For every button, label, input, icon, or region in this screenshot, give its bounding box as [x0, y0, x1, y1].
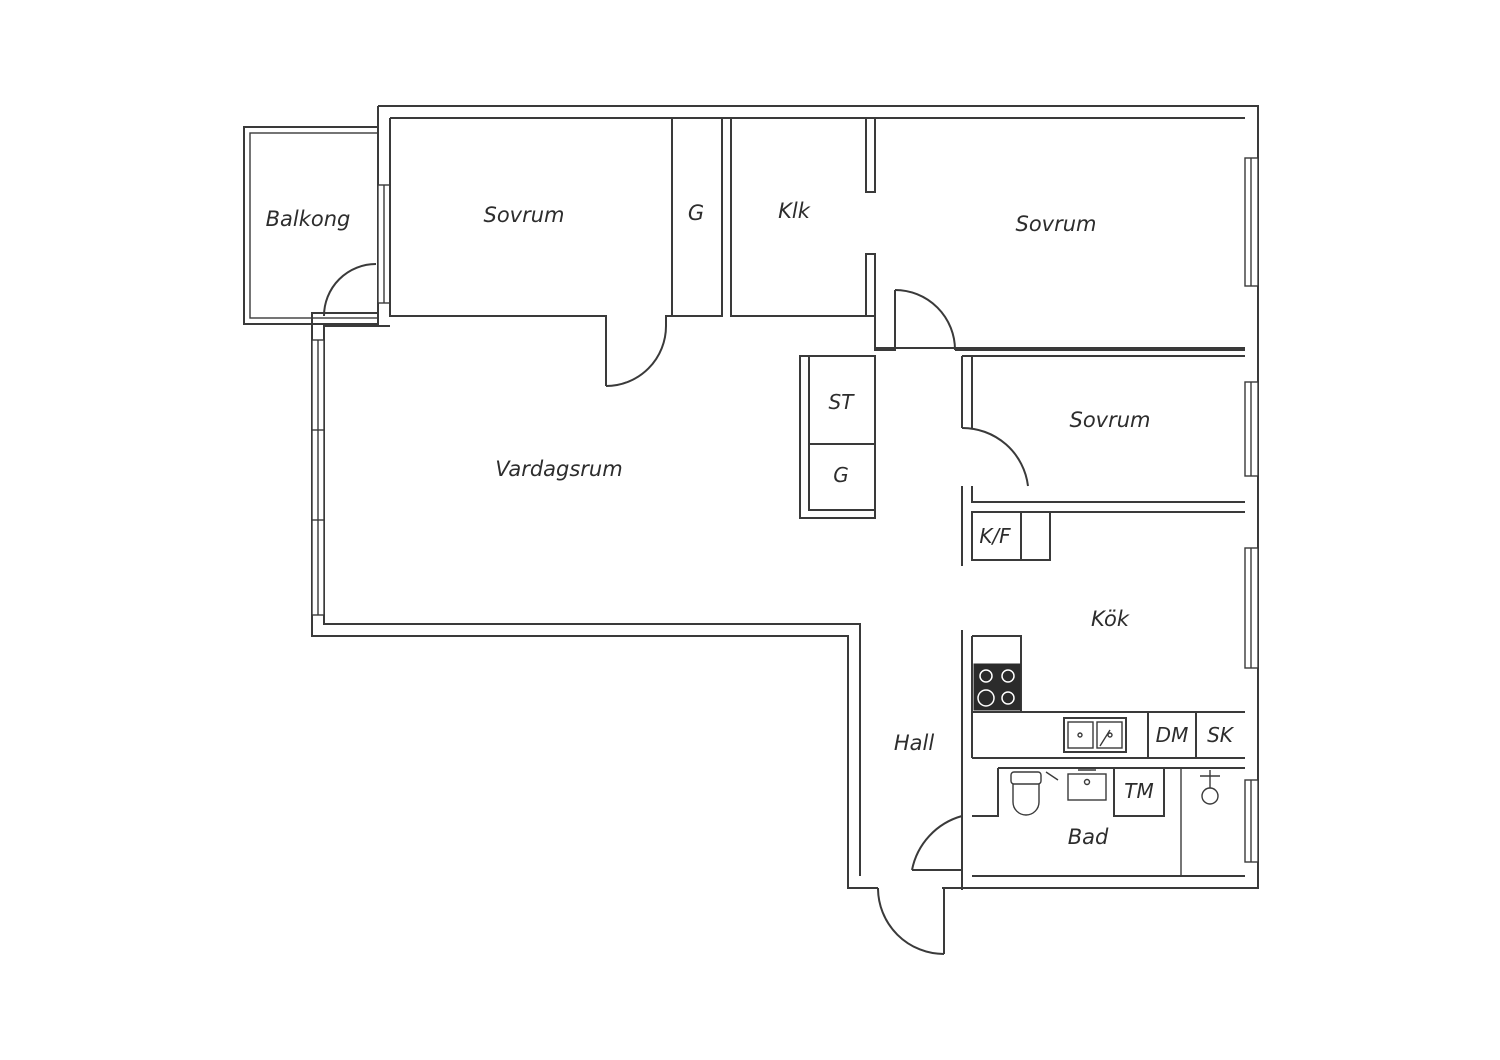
room-labels: Balkong Sovrum G Klk Sovrum Sovrum Varda…	[266, 199, 1235, 849]
bedroom-1-walls	[389, 118, 723, 387]
storage-block	[799, 355, 876, 519]
dryer-cabinet	[1113, 767, 1165, 817]
label-sovrum-2: Sovrum	[1015, 212, 1096, 236]
fridge-freezer	[971, 511, 1051, 561]
outer-walls	[311, 105, 1259, 889]
balcony-door	[323, 263, 377, 317]
label-dm: DM	[1156, 723, 1189, 747]
label-vardagsrum: Vardagsrum	[495, 457, 622, 481]
bedroom-2-walls	[874, 254, 1245, 351]
wash-basin	[1045, 769, 1107, 801]
bathroom-walls	[911, 767, 1245, 877]
label-bad: Bad	[1068, 825, 1109, 849]
label-hall: Hall	[894, 731, 934, 755]
label-sk: SK	[1207, 723, 1235, 747]
label-kok: Kök	[1091, 607, 1130, 631]
label-sovrum-1: Sovrum	[483, 203, 564, 227]
toilet	[1010, 771, 1042, 816]
label-balkong: Balkong	[266, 207, 351, 231]
label-st: ST	[829, 390, 856, 414]
label-kf: K/F	[979, 524, 1011, 548]
windows	[311, 157, 1259, 863]
entrance-door	[877, 887, 945, 955]
label-sovrum-3: Sovrum	[1069, 408, 1150, 432]
stove	[973, 663, 1021, 711]
kitchen-sink	[1063, 717, 1127, 753]
label-klk: Klk	[778, 199, 811, 223]
label-tm: TM	[1124, 779, 1153, 803]
label-garderob-2: G	[833, 463, 849, 487]
label-garderob-1: G	[688, 201, 704, 225]
kitchen-walls	[961, 630, 1245, 890]
shower	[1200, 770, 1220, 805]
